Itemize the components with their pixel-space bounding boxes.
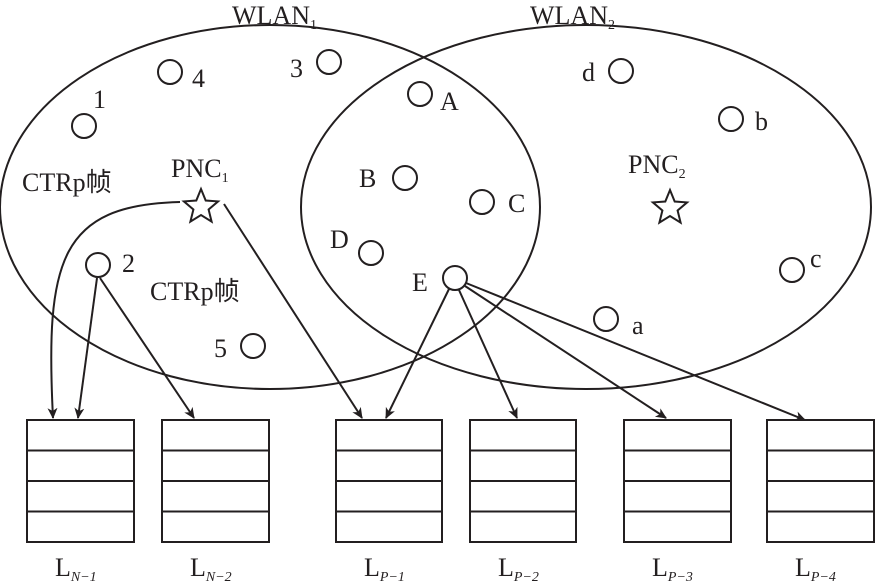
station-node-B bbox=[392, 165, 418, 191]
station-node-d bbox=[608, 58, 634, 84]
pnc2-star-icon bbox=[650, 187, 690, 225]
queue-p3 bbox=[623, 419, 732, 543]
station-node-A bbox=[407, 81, 433, 107]
arrow-2-to-queue-n1 bbox=[74, 277, 98, 419]
arrow-E-to-queue-p1 bbox=[385, 288, 450, 419]
station-node-C bbox=[469, 189, 495, 215]
pnc1-star-icon bbox=[181, 186, 221, 224]
queue-n1 bbox=[26, 419, 135, 543]
station-label-D: D bbox=[330, 225, 349, 254]
station-label-a: a bbox=[632, 311, 644, 340]
arrow-2-to-queue-n2 bbox=[99, 277, 195, 419]
wlan2-title: WLAN2 bbox=[530, 1, 615, 33]
pnc1-label: PNC1 bbox=[171, 154, 229, 186]
queue-label: LP−2 bbox=[498, 553, 539, 584]
station-label-5: 5 bbox=[214, 334, 227, 363]
station-label-d: d bbox=[582, 58, 595, 87]
station-node-3 bbox=[316, 49, 342, 75]
queue-label: LP−4 bbox=[795, 553, 836, 584]
station-label-B: B bbox=[359, 164, 376, 193]
wlan2-region bbox=[300, 24, 872, 390]
station-node-c bbox=[779, 257, 805, 283]
station-label-c: c bbox=[810, 244, 822, 273]
queue-label: LN−2 bbox=[190, 553, 232, 584]
station-node-2 bbox=[85, 252, 111, 278]
ctrp-frame-label: CTRp帧 bbox=[150, 277, 240, 306]
arrow-pnc1-to-queue-n1 bbox=[47, 201, 181, 419]
station-node-a bbox=[593, 306, 619, 332]
pnc2-label: PNC2 bbox=[628, 150, 686, 182]
station-node-b bbox=[718, 106, 744, 132]
queue-p2 bbox=[469, 419, 577, 543]
arrow-E-to-queue-p4 bbox=[465, 282, 806, 421]
station-node-1 bbox=[71, 113, 97, 139]
queue-label: LP−3 bbox=[652, 553, 693, 584]
wlan1-title: WLAN1 bbox=[232, 1, 317, 33]
arrow-pnc1-to-queue-p1 bbox=[223, 203, 363, 419]
station-label-3: 3 bbox=[290, 54, 303, 83]
station-label-4: 4 bbox=[192, 64, 205, 93]
station-label-1: 1 bbox=[93, 85, 106, 114]
ctrp-frame-label: CTRp帧 bbox=[22, 168, 112, 197]
station-node-4 bbox=[157, 59, 183, 85]
wlan1-region bbox=[0, 24, 541, 390]
queue-label: LP−1 bbox=[364, 553, 405, 584]
station-label-E: E bbox=[412, 268, 428, 297]
station-label-2: 2 bbox=[122, 249, 135, 278]
queue-label: LN−1 bbox=[55, 553, 97, 584]
queue-n2 bbox=[161, 419, 270, 543]
queue-p4 bbox=[766, 419, 875, 543]
station-node-E bbox=[442, 265, 468, 291]
station-node-5 bbox=[240, 333, 266, 359]
arrow-E-to-queue-p2 bbox=[458, 289, 518, 419]
station-label-A: A bbox=[440, 87, 459, 116]
arrow-E-to-queue-p3 bbox=[464, 285, 667, 419]
station-label-b: b bbox=[755, 107, 768, 136]
station-node-D bbox=[358, 240, 384, 266]
queue-p1 bbox=[335, 419, 443, 543]
station-label-C: C bbox=[508, 189, 525, 218]
